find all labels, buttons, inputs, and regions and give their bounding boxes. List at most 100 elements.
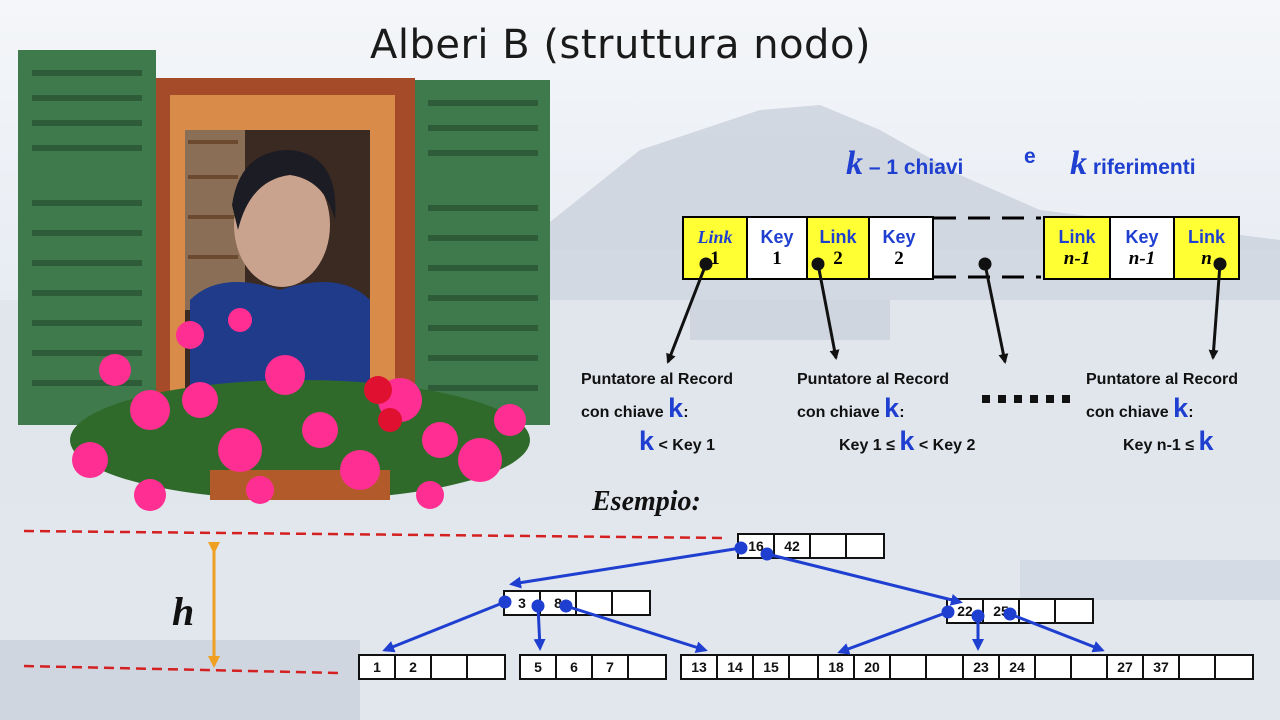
height-label: h (172, 589, 195, 634)
tree-key (432, 656, 468, 678)
tree-key (847, 535, 883, 557)
cell-label: Link (1058, 226, 1096, 247)
tree-key (1036, 656, 1072, 678)
tree-key (629, 656, 665, 678)
tree-key: 3 (505, 592, 541, 614)
tree-key: 13 (682, 656, 718, 678)
pointer-desc-line2: con chiave k: (797, 394, 975, 427)
tree-key: 14 (718, 656, 754, 678)
pointer-colon: : (683, 404, 689, 421)
node-structure-left: Link 1 Key 1 Link 2 Key 2 (682, 216, 934, 280)
tree-key (1216, 656, 1252, 678)
pointer-desc-line1: Puntatore al Record (1086, 371, 1239, 388)
tree-root-node: 16 42 (737, 533, 885, 559)
tree-key: 1 (360, 656, 396, 678)
tree-key: 16 (739, 535, 775, 557)
tree-internal-node-right: 22 25 (946, 598, 1094, 624)
tree-key: 23 (964, 656, 1000, 678)
pointer-desc-line2: con chiave k: (1086, 394, 1238, 427)
node-cell-key-n-1: Key n-1 (1111, 218, 1175, 278)
tree-key (1180, 656, 1216, 678)
tree-key (811, 535, 847, 557)
tree-leaf-node: 1 2 (358, 654, 506, 680)
pointer-desc-1: Puntatore al Record con chiave k: k < Ke… (581, 366, 733, 460)
pointer-desc-line1: Puntatore al Record (797, 371, 950, 388)
condition-post: < Key 2 (914, 437, 976, 454)
tree-key (1056, 600, 1092, 622)
tree-key: 15 (754, 656, 790, 678)
tree-key: 18 (819, 656, 855, 678)
tree-key: 7 (593, 656, 629, 678)
cell-label: Link (697, 226, 733, 247)
node-structure-right: Link n-1 Key n-1 Link n (1043, 216, 1240, 280)
condition-post: < Key 1 (654, 437, 715, 454)
node-cell-link-2: Link 2 (808, 218, 870, 278)
tree-leaf-node: 23 24 (962, 654, 1110, 680)
cell-label: Link (1187, 226, 1225, 247)
cell-index: 2 (833, 247, 843, 269)
cell-label: Link (819, 226, 857, 247)
subtitle-k-symbol: k (1070, 145, 1087, 182)
cell-index: n-1 (1063, 247, 1091, 269)
cell-index: 1 (710, 247, 720, 269)
tree-internal-node-left: 3 8 (503, 590, 651, 616)
node-cell-key-2: Key 2 (870, 218, 928, 278)
cell-index: n (1201, 247, 1212, 269)
tree-key (1020, 600, 1056, 622)
cell-index: n-1 (1128, 247, 1156, 269)
tree-key: 25 (984, 600, 1020, 622)
tree-leaf-node: 18 20 (817, 654, 965, 680)
tree-leaf-node: 13 14 15 (680, 654, 828, 680)
cell-index: 2 (894, 247, 904, 269)
condition-pre: Key 1 ≤ (839, 437, 900, 454)
tree-key: 37 (1144, 656, 1180, 678)
condition-pre: Key n-1 ≤ (1123, 437, 1199, 454)
pointer-k-symbol: k (668, 393, 684, 423)
tree-key: 6 (557, 656, 593, 678)
tree-key (577, 592, 613, 614)
pointer-desc-condition: k < Key 1 (581, 427, 733, 460)
subtitle-conjunction: e (1024, 145, 1036, 168)
pointer-k-symbol: k (884, 393, 900, 423)
tree-key: 20 (855, 656, 891, 678)
tree-key: 24 (1000, 656, 1036, 678)
pointer-k-symbol: k (1173, 393, 1189, 423)
subtitle-keys: k – 1 chiavi (846, 145, 963, 183)
pointer-colon: : (1188, 404, 1194, 421)
node-cell-key-1: Key 1 (748, 218, 808, 278)
pointer-k-symbol: k (639, 426, 655, 456)
node-cell-link-n-1: Link n-1 (1045, 218, 1111, 278)
pointer-desc-line1: Puntatore al Record (581, 371, 734, 388)
subtitle-keys-text: – 1 chiavi (863, 156, 964, 179)
pointer-desc-2: Puntatore al Record con chiave k: Key 1 … (797, 366, 975, 460)
tree-key (468, 656, 504, 678)
cell-index: 1 (772, 247, 782, 269)
example-label: Esempio: (592, 486, 701, 517)
subtitle-refs: k riferimenti (1070, 145, 1196, 183)
node-cell-link-1: Link 1 (684, 218, 748, 278)
tree-leaf-node: 5 6 7 (519, 654, 667, 680)
pointer-desc-condition: Key n-1 ≤ k (1086, 427, 1238, 460)
pointer-desc-condition: Key 1 ≤ k < Key 2 (797, 427, 975, 460)
cell-label: Key (882, 226, 916, 247)
pointer-desc-prefix: con chiave (581, 404, 664, 421)
cell-label: Key (1125, 226, 1159, 247)
pointer-k-symbol: k (899, 426, 915, 456)
subtitle-k-symbol: k (846, 145, 863, 182)
subtitle-refs-text: riferimenti (1087, 156, 1196, 179)
pointer-desc-line2: con chiave k: (581, 394, 733, 427)
tree-key: 2 (396, 656, 432, 678)
tree-key (891, 656, 927, 678)
tree-key: 5 (521, 656, 557, 678)
pointer-desc-prefix: con chiave (797, 404, 880, 421)
tree-key (1072, 656, 1108, 678)
tree-key: 22 (948, 600, 984, 622)
pointer-k-symbol: k (1198, 426, 1214, 456)
tree-key (613, 592, 649, 614)
tree-key (927, 656, 963, 678)
tree-leaf-node: 27 37 (1106, 654, 1254, 680)
tree-key: 8 (541, 592, 577, 614)
pointer-desc-n: Puntatore al Record con chiave k: Key n-… (1086, 366, 1238, 460)
pointer-desc-prefix: con chiave (1086, 404, 1169, 421)
pointer-colon: : (899, 404, 905, 421)
